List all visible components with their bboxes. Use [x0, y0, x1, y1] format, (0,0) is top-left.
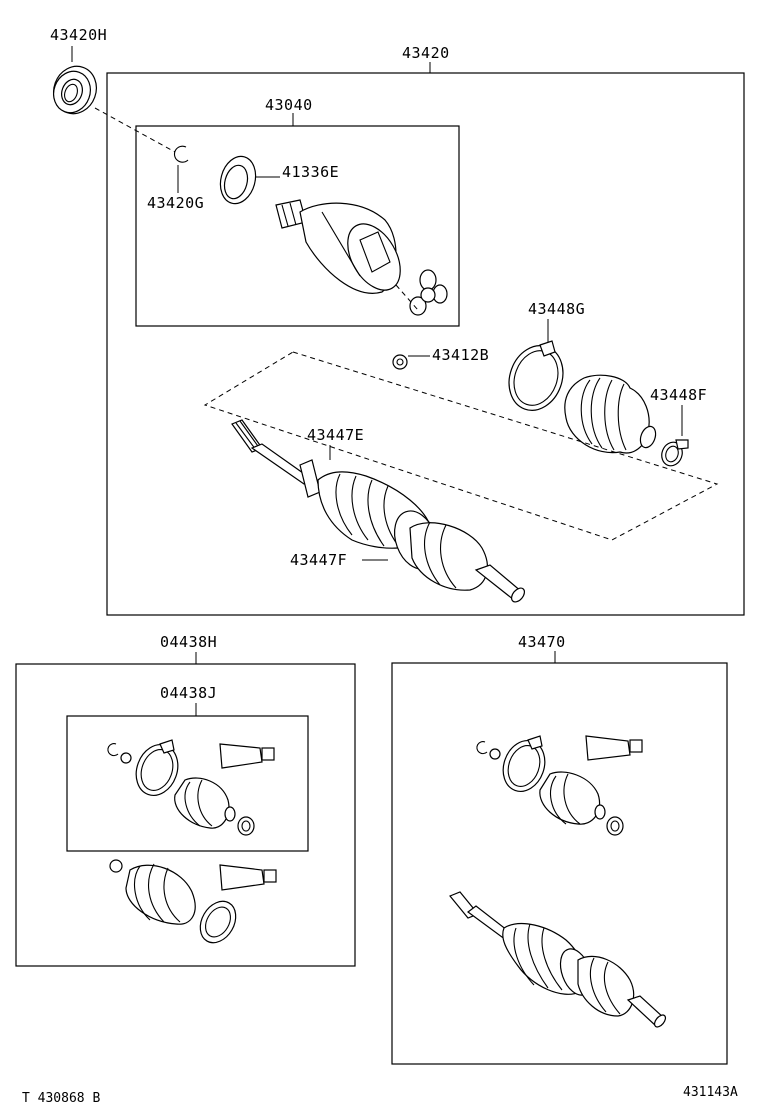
dashed-outline-shaft [203, 351, 719, 541]
rh-drive-shaft [449, 891, 667, 1028]
assembly-43470: 43470 [391, 633, 728, 1065]
kit-h-snap-ring [109, 859, 123, 873]
label-43448G: 43448G [528, 300, 585, 318]
kit-h-boot [125, 863, 196, 925]
rh-snap-ring [476, 741, 488, 755]
label-43448F: 43448F [650, 386, 707, 404]
rh-boot [539, 771, 606, 825]
label-04438H: 04438H [160, 633, 217, 651]
kit-04438H: 04438H 04438J [15, 633, 356, 967]
footer-left-code: T 430868 B [22, 1091, 100, 1106]
label-04438J: 04438J [160, 684, 217, 702]
label-43412B: 43412B [432, 346, 489, 364]
kit-h-grease-tube [219, 864, 277, 891]
ring-41336E [219, 155, 257, 205]
drive-shaft-assembly [231, 419, 526, 603]
rh-clamp [502, 735, 546, 792]
kit-j-boot [174, 777, 236, 829]
label-43040: 43040 [265, 96, 313, 114]
assembly-43470-frame [391, 662, 728, 1065]
footer-right-code: 431143A [683, 1085, 738, 1100]
label-41336E: 41336E [282, 163, 339, 181]
label-43420H: 43420H [50, 26, 107, 44]
kit-04438J-frame [66, 715, 309, 852]
label-43420: 43420 [402, 44, 450, 62]
inboard-joint-housing [275, 199, 401, 294]
kit-j-clamp [135, 739, 179, 796]
rh-grease-tube [585, 735, 643, 761]
clamp-43448G [508, 340, 564, 411]
kit-h-ring [199, 900, 237, 944]
clamp-43448F [661, 439, 689, 467]
kit-04438H-frame [15, 663, 356, 967]
kit-j-snap-ring [107, 743, 119, 757]
label-43447F: 43447F [290, 551, 347, 569]
tripod-joint [409, 269, 448, 316]
label-43470: 43470 [518, 633, 566, 651]
snap-ring-43420G [173, 145, 189, 163]
boot-inboard [564, 374, 657, 454]
kit-j-small-clamp [237, 816, 255, 836]
assembly-43040-frame [135, 125, 460, 327]
label-43420G: 43420G [147, 194, 204, 212]
rh-small-clamp [606, 816, 624, 836]
assembly-43420: 43420 43420H 43040 43420G 41336E [50, 26, 745, 616]
oil-seal-43420H [53, 65, 97, 115]
snap-ring-43412B [392, 354, 408, 370]
label-43447E: 43447E [307, 426, 364, 444]
kit-j-grease-tube [219, 743, 275, 769]
assembly-43420-frame [106, 72, 745, 616]
